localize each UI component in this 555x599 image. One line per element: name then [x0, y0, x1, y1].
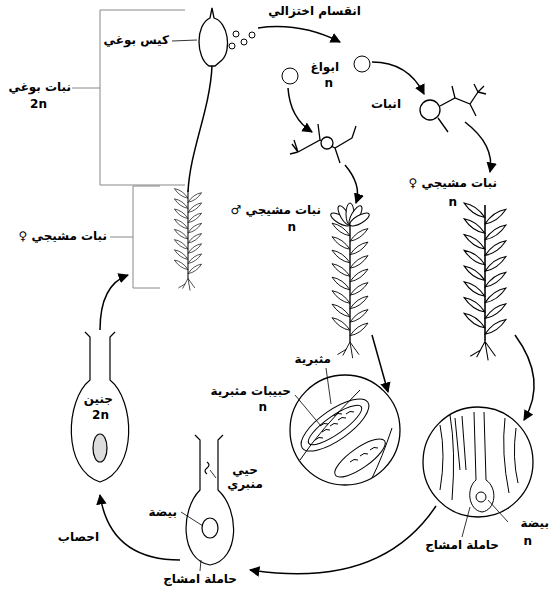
female-gametophyte	[464, 203, 506, 361]
female-gametophyte-base	[174, 189, 201, 291]
label: نبات مشيجي ♂	[230, 203, 322, 217]
label: ابواغ	[310, 60, 340, 74]
spore	[282, 68, 298, 84]
label: بيضة	[147, 505, 178, 519]
antheridium-inset	[290, 375, 400, 485]
antheridial-head	[329, 203, 371, 228]
leader-lines	[172, 40, 508, 571]
archegonia	[440, 412, 518, 512]
antheridia	[294, 390, 392, 484]
label: حاملة امشاج	[162, 572, 238, 586]
label: n	[323, 76, 334, 90]
small-spores	[229, 31, 255, 49]
label: احصاب	[57, 530, 100, 544]
label: كيس بوغي	[103, 33, 170, 47]
archegonium	[186, 435, 234, 565]
label: انقسام اختزالي	[267, 4, 362, 18]
label: n	[522, 534, 533, 548]
label: مثبرية	[294, 352, 332, 366]
label: انبات	[370, 97, 402, 111]
label: جنين	[83, 392, 114, 406]
archegonium-inset	[423, 407, 533, 517]
label: بيضة	[519, 516, 550, 530]
male-gametophyte	[332, 223, 368, 358]
sporophyte-bracket	[72, 10, 185, 185]
label: نبات مشيجي ♀	[18, 229, 108, 243]
label: حاملة امشاج	[424, 538, 500, 552]
label: n	[286, 220, 297, 234]
protonema-left	[290, 124, 356, 163]
protonema-right	[420, 84, 486, 132]
label: نبات مشيجي ♀	[408, 176, 498, 190]
spore-capsule	[199, 8, 228, 66]
cycle-arrows	[100, 27, 534, 574]
gametophyte-bracket	[110, 186, 160, 288]
label: حبيبات مثبرية	[209, 384, 292, 398]
label: حيي منبري	[222, 463, 268, 491]
embryo-archegonium	[71, 332, 128, 482]
label: 2n	[29, 97, 48, 111]
seta	[188, 66, 212, 192]
label: n	[257, 400, 268, 414]
spore	[354, 56, 370, 72]
label: نبات بوغي	[7, 80, 72, 94]
label: n	[447, 195, 458, 209]
label: 2n	[91, 408, 110, 422]
